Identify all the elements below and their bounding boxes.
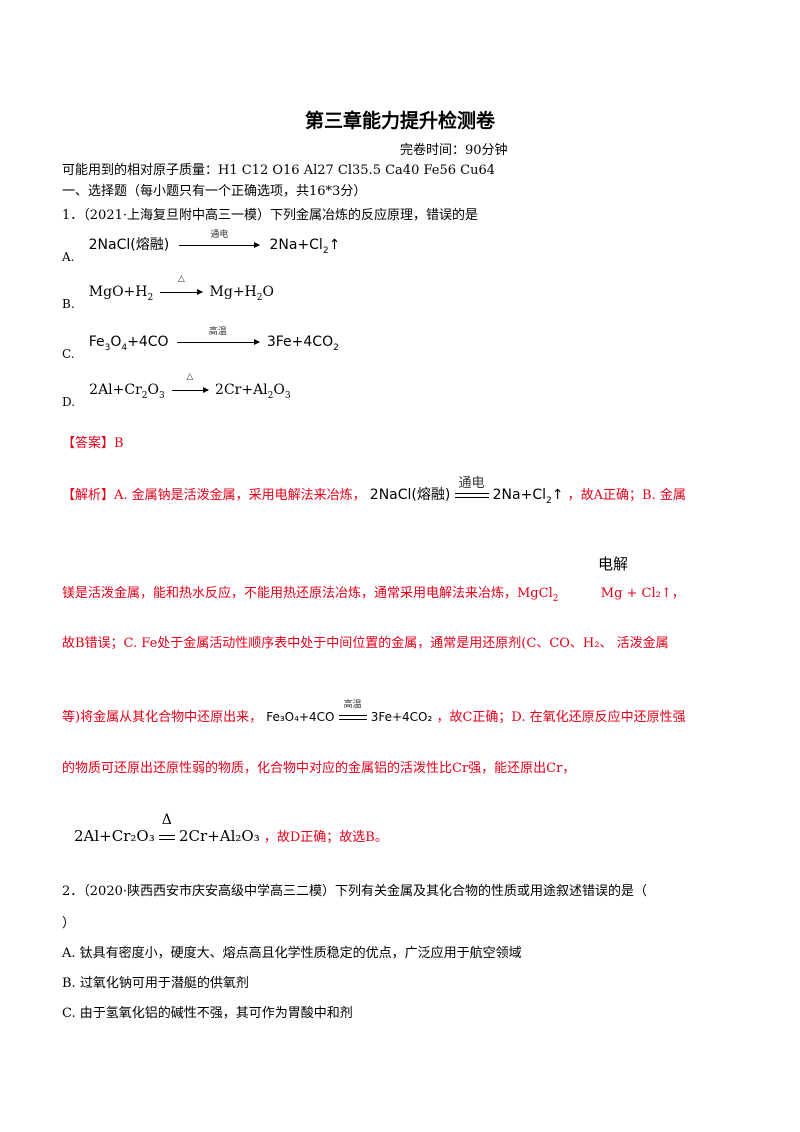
reaction-condition: 高温 xyxy=(208,327,227,337)
analysis-line-5: 的物质可还原出还原性弱的物质，化合物中对应的金属铝的活泼性比Cr强，能还原出Cr… xyxy=(62,761,576,776)
reaction-condition: △ xyxy=(186,372,194,382)
option-letter: B. xyxy=(62,297,75,311)
option-letter: A. xyxy=(62,250,75,264)
reaction-condition: △ xyxy=(177,274,185,284)
equation-right: 2Cr+Al₂O₃ xyxy=(179,827,260,845)
option-letter: C. xyxy=(62,347,75,361)
analysis-line-4: 等)将金属从其化合物中还原出来， Fe₃O₄+4CO 高温 3Fe+4CO₂ ，… xyxy=(62,700,686,725)
question-2-option-a: A. 钛具有密度小，硬度大、熔点高且化学性质稳定的优点，广泛应用于航空领域 xyxy=(62,946,522,961)
reaction-equals: 通电 xyxy=(454,476,489,503)
reaction-arrow: △ xyxy=(169,372,211,398)
analysis-line-1: 【解析】A. 金属钠是活泼金属，采用电解法来冶炼， 2NaCl(熔融) 通电 2… xyxy=(62,476,686,506)
atomic-masses: 可能用到的相对原子质量：H1 C12 O16 Al27 Cl35.5 Ca40 … xyxy=(62,163,496,178)
equation-right: 3Fe+4CO₂ xyxy=(370,710,433,724)
question-1-stem: 1．（2021·上海复旦附中高三一模）下列金属冶炼的反应原理，错误的是 xyxy=(62,208,478,223)
option-letter: D. xyxy=(62,395,76,409)
answer: 【答案】B xyxy=(62,436,124,451)
option-c: C. Fe3O4+4CO 高温 3Fe+4CO2 xyxy=(62,327,339,361)
equation-right: 2Na+Cl2↑ xyxy=(269,237,341,256)
equation-left: Fe3O4+4CO xyxy=(88,334,169,353)
analysis-line-2: 镁是活泼金属，能和热水反应，不能用热还原法冶炼，通常采用电解法来冶炼，MgCl2… xyxy=(62,586,685,604)
question-2-stem: 2．（2020·陕西西安市庆安高级中学高三二模）下列有关金属及其化合物的性质或用… xyxy=(62,884,647,899)
electrolysis-condition: 电解 xyxy=(598,555,629,573)
option-b: B. MgO+H2 △ Mg+H2O xyxy=(62,274,274,311)
equation-left: 2NaCl(熔融) xyxy=(88,237,170,253)
equation-right: 3Fe+4CO2 xyxy=(266,334,339,353)
equation-left: 2Al+Cr₂O₃ xyxy=(74,827,155,845)
option-d: D. 2Al+Cr2O3 △ 2Cr+Al2O3 xyxy=(62,372,291,409)
reaction-arrow: △ xyxy=(157,274,205,300)
option-a: A. 2NaCl(熔融) 通电 2Na+Cl2↑ xyxy=(62,230,341,264)
question-2-stem-cont: ） xyxy=(62,916,76,931)
reaction-condition: 高温 xyxy=(343,700,362,710)
reaction-condition: 通电 xyxy=(458,476,485,491)
reaction-condition: Δ xyxy=(161,812,172,828)
reaction-condition: 通电 xyxy=(210,230,229,240)
question-2-option-c: C. 由于氢氧化铝的碱性不强，其可作为胃酸中和剂 xyxy=(62,1006,353,1021)
reaction-arrow: 通电 xyxy=(173,230,265,253)
equation-left: 2Al+Cr2O3 xyxy=(89,382,165,401)
section-heading: 一、选择题（每小题只有一个正确选项，共16*3分） xyxy=(62,184,367,199)
equation-left: 2NaCl(熔融) xyxy=(369,487,451,503)
page-title: 第三章能力提升检测卷 xyxy=(304,110,495,132)
equation-right: 2Cr+Al2O3 xyxy=(215,382,291,401)
reaction-equals: 高温 xyxy=(338,700,367,725)
equation-left: Fe₃O₄+4CO xyxy=(266,710,335,724)
exam-time: 完卷时间：90分钟 xyxy=(400,143,508,158)
equation-left: MgO+H2 xyxy=(88,284,154,303)
reaction-arrow: 高温 xyxy=(173,327,263,350)
question-2-option-b: B. 过氧化钠可用于潜艇的供氧剂 xyxy=(62,976,249,991)
analysis-line-6: 2Al+Cr₂O₃ Δ 2Cr+Al₂O₃ ，故D正确；故选B。 xyxy=(74,812,388,845)
reaction-equals: Δ xyxy=(158,812,175,845)
equation-right: 2Na+Cl2↑ xyxy=(492,487,564,506)
equation-right: Mg+H2O xyxy=(209,284,274,303)
analysis-line-3: 故B错误；C. Fe处于金属活动性顺序表中处于中间位置的金属，通常是用还原剂(C… xyxy=(62,636,669,651)
